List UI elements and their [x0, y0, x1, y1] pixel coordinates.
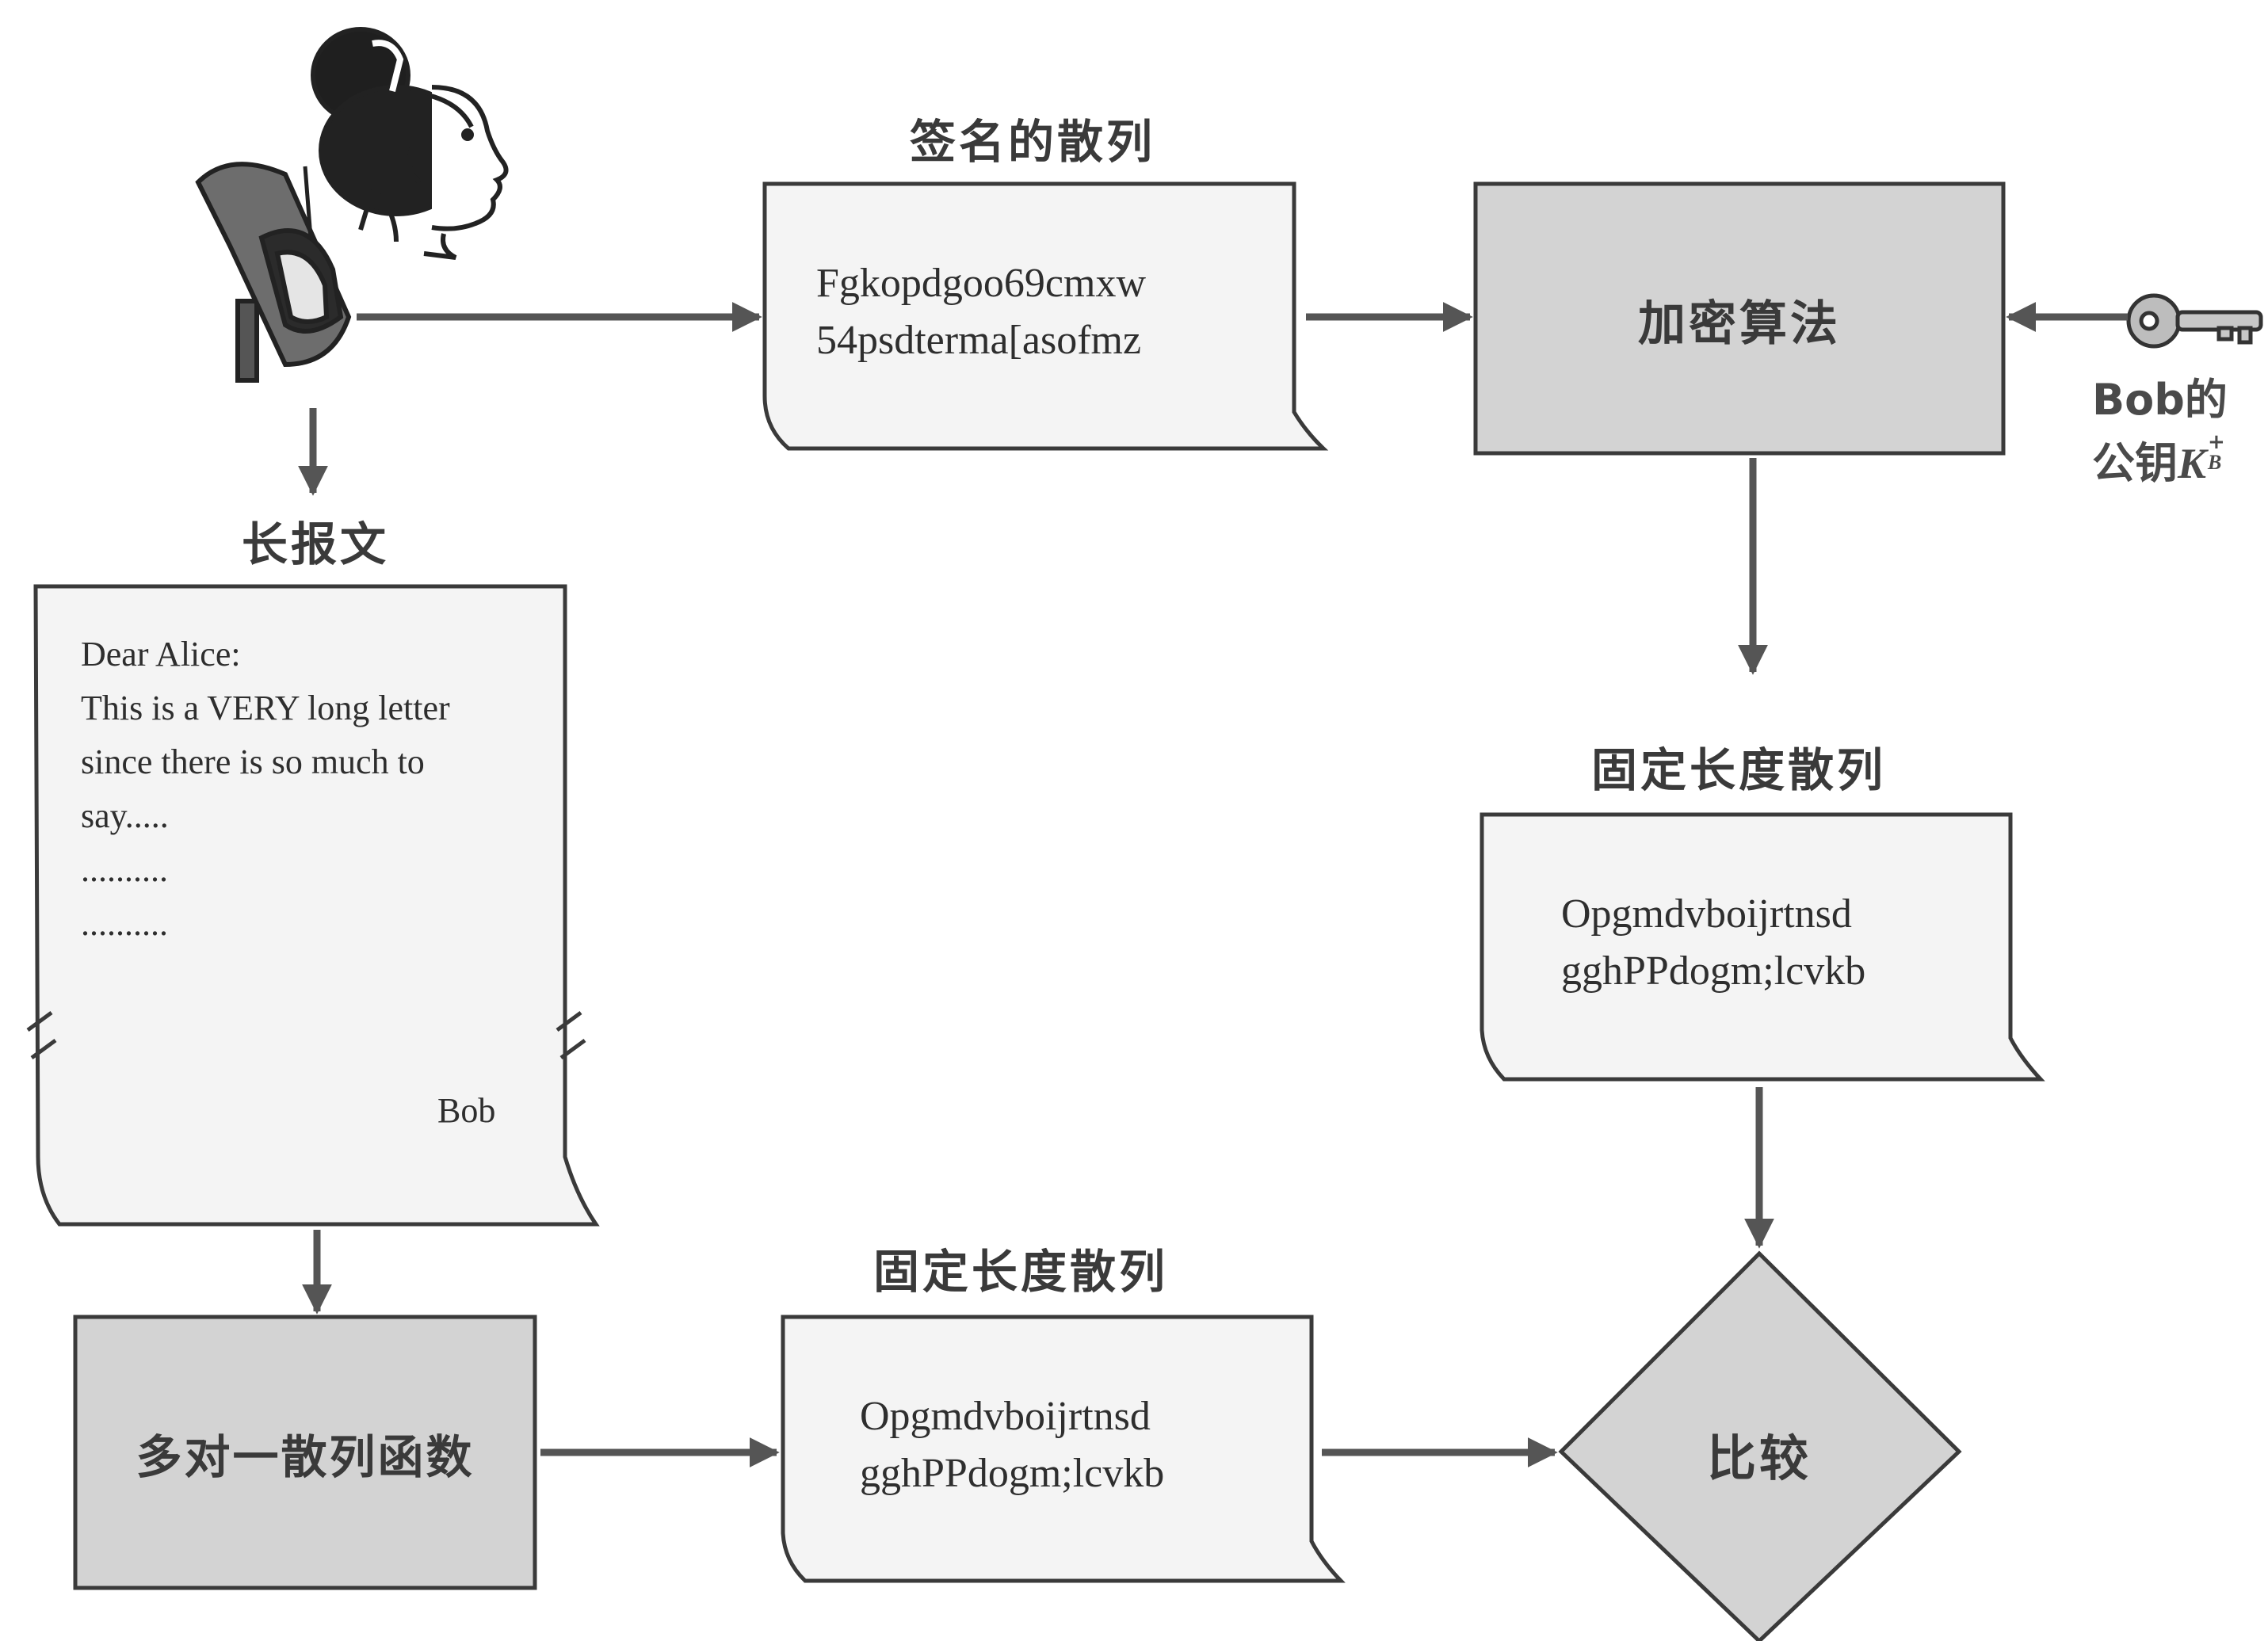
bob-key-line1: Bob的 [2092, 375, 2228, 425]
fixed-hash-title-bottom: 固定长度散列 [873, 1245, 1169, 1299]
signed-hash-title: 签名的散列 [910, 115, 1156, 169]
letter-line: .......... [81, 850, 168, 889]
letter-line: say..... [81, 796, 169, 835]
letter-signature: Bob [437, 1091, 496, 1130]
fixed-hash-bottom-text: Opgmdvboijrtnsd gghPPdogm;lcvkb [860, 1388, 1164, 1502]
break-marks [26, 1010, 586, 1060]
bob-key-line2: 公钥K+B [2092, 432, 2228, 495]
encrypt-algorithm-box [1473, 181, 2006, 456]
alice-person-icon [311, 27, 509, 260]
hash-function-box [73, 1315, 537, 1590]
long-message-box [33, 584, 600, 1227]
arrows [298, 302, 2128, 1467]
letter-line: .......... [81, 904, 168, 943]
key-icon [2126, 293, 2263, 349]
bob-key-sup: + [2208, 430, 2225, 454]
signed-hash-text: Fgkopdgoo69cmxw 54psdterma[asofmz [816, 255, 1146, 369]
bob-key-sub: B [2208, 451, 2222, 474]
long-message-title: 长报文 [242, 517, 390, 571]
letter-line: This is a VERY long letter [81, 689, 450, 727]
fixed-hash-right-line1: Opgmdvboijrtnsd [1561, 891, 1852, 937]
letter-line: Dear Alice: [81, 635, 241, 674]
encrypt-algorithm-label: 加密算法 [1638, 296, 1841, 352]
fixed-hash-box-right [1480, 812, 2045, 1082]
mailbox-icon [195, 162, 352, 383]
bob-key-prefix: 公钥 [2092, 438, 2178, 488]
fixed-hash-title-right: 固定长度散列 [1591, 743, 1887, 797]
signed-hash-line2: 54psdterma[asofmz [816, 318, 1142, 363]
fixed-hash-box-bottom [781, 1315, 1346, 1583]
fixed-hash-right-line2: gghPPdogm;lcvkb [1561, 948, 1866, 994]
signed-hash-box [762, 181, 1329, 451]
fixed-hash-bottom-line2: gghPPdogm;lcvkb [860, 1451, 1165, 1496]
bob-key-symbol: K [2178, 440, 2207, 487]
fixed-hash-right-text: Opgmdvboijrtnsd gghPPdogm;lcvkb [1561, 886, 1865, 1000]
fixed-hash-bottom-line1: Opgmdvboijrtnsd [860, 1394, 1151, 1439]
compare-diamond [1558, 1250, 1962, 1641]
signed-hash-line1: Fgkopdgoo69cmxw [816, 261, 1146, 306]
hash-function-label: 多对一散列函数 [136, 1430, 475, 1484]
letter-text: Dear Alice: This is a VERY long letter s… [81, 628, 450, 951]
bob-key-label: Bob的 公钥K+B [2092, 368, 2228, 495]
letter-line: since there is so much to [81, 742, 425, 781]
compare-label: 比较 [1706, 1429, 1812, 1487]
